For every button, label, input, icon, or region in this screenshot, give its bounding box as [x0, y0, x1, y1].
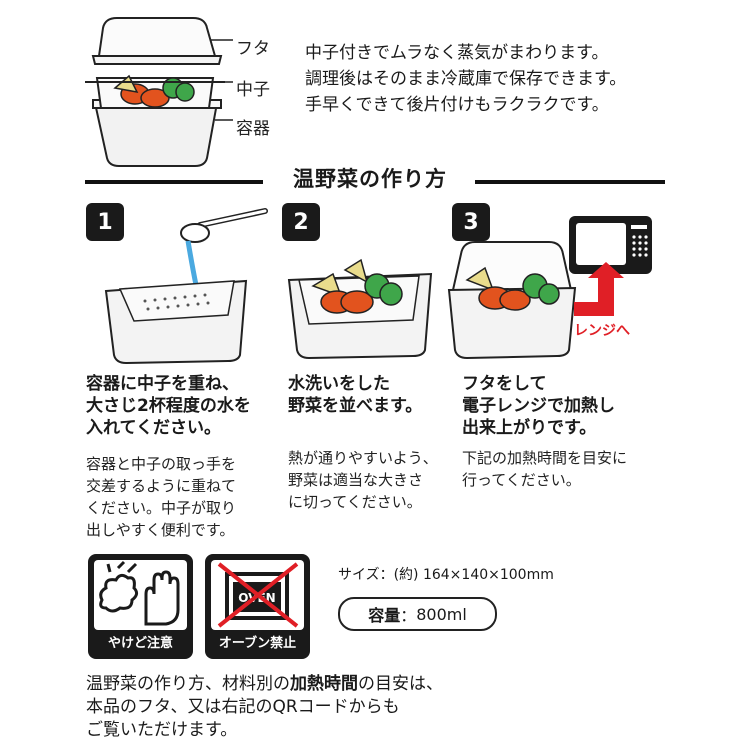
burn-warning-picture: [94, 560, 187, 630]
footer-text: の目安は、: [358, 674, 443, 694]
to-microwave-label: レンジへ: [574, 323, 630, 339]
no-oven-picture: OVEN: [211, 560, 304, 630]
step-2-main-text: 水洗いをした 野菜を並べます。: [288, 373, 422, 417]
step-1-main-text: 容器に中子を重ね、 大さじ2杯程度の水を 入れてください。: [86, 373, 251, 439]
step-3-illustration: [447, 241, 577, 360]
step-1-illustration: [104, 208, 268, 365]
footer-emphasis: 加熱時間: [290, 674, 358, 694]
step-1-main-line: 容器に中子を重ね、: [86, 374, 239, 394]
hand-steam-icon: [99, 560, 180, 626]
step-2-illustration: [287, 258, 433, 360]
no-oven-label: オーブン禁止: [218, 636, 297, 651]
microwave-icon: [569, 216, 652, 274]
footer-line-1: 温野菜の作り方、材料別の加熱時間の目安は、: [86, 673, 443, 696]
step-2-note-line: 熱が通りやすいよう、: [288, 449, 438, 467]
capacity-badge: 容量：800ml: [338, 597, 497, 631]
label-inner-tray: 中子: [236, 80, 270, 100]
step-1-note-line: ください。中子が取り: [86, 499, 237, 517]
step-3-main-text: フタをして 電子レンジで加熱し 出来上がりです。: [462, 373, 615, 439]
step-1-note-line: 容器と中子の取っ手を: [86, 455, 237, 473]
step-2-note-line: に切ってください。: [288, 493, 422, 511]
step-2-main-line: 野菜を並べます。: [288, 396, 423, 416]
heading-rule-right: [475, 180, 665, 184]
no-oven-icon: OVEN オーブン禁止: [205, 554, 310, 659]
intro-line-1: 中子付きでムラなく蒸気がまわります。: [305, 43, 609, 63]
step-3-note: 下記の加熱時間を目安に 行ってください。: [462, 447, 627, 491]
step-1-note-line: 出しやすく便利です。: [86, 521, 235, 539]
intro-line-3: 手早くできて後片付けもラクラクです。: [305, 95, 609, 115]
product-diagram: [85, 17, 233, 167]
step-3-note-line: 行ってください。: [462, 471, 581, 489]
step-1-badge: 1: [86, 203, 124, 241]
step-1-main-line: 入れてください。: [86, 418, 221, 438]
heading-rule-left: [85, 180, 263, 184]
footer-note: 温野菜の作り方、材料別の加熱時間の目安は、 本品のフタ、又は右記のQRコードから…: [86, 673, 443, 742]
label-lid: フタ: [236, 39, 270, 59]
step-3-main-line: 出来上がりです。: [462, 418, 597, 438]
burn-warning-icon: やけど注意: [88, 554, 193, 659]
step-1-note-line: 交差するように重ねて: [86, 477, 237, 495]
step-3-main-line: フタをして: [462, 374, 547, 394]
size-spec: サイズ：(約) 164×140×100mm: [338, 567, 554, 583]
intro-text: 中子付きでムラなく蒸気がまわります。 調理後はそのまま冷蔵庫で保存できます。 手…: [305, 40, 735, 118]
arrow-to-microwave-icon: [574, 262, 624, 316]
label-container: 容器: [236, 119, 270, 139]
footer-line-3: ご覧いただけます。: [86, 720, 238, 740]
step-2-main-line: 水洗いをした: [288, 374, 390, 394]
capacity-label: 容量: [368, 606, 401, 625]
capacity-value: 800ml: [416, 604, 467, 624]
section-title: 温野菜の作り方: [293, 167, 447, 191]
capacity-separator: ：: [400, 606, 417, 625]
step-3-main-line: 電子レンジで加熱し: [462, 396, 615, 416]
step-2-note: 熱が通りやすいよう、 野菜は適当な大きさ に切ってください。: [288, 447, 438, 513]
step-2-note-line: 野菜は適当な大きさ: [288, 471, 424, 489]
step-3-badge: 3: [452, 203, 490, 241]
intro-line-2: 調理後はそのまま冷蔵庫で保存できます。: [305, 69, 627, 89]
step-2-badge: 2: [282, 203, 320, 241]
footer-line-2: 本品のフタ、又は右記のQRコードからも: [86, 697, 400, 717]
footer-text: 温野菜の作り方、材料別の: [86, 674, 290, 694]
step-3-note-line: 下記の加熱時間を目安に: [462, 449, 628, 467]
step-1-main-line: 大さじ2杯程度の水を: [86, 396, 251, 416]
step-1-note: 容器と中子の取っ手を 交差するように重ねて ください。中子が取り 出しやすく便利…: [86, 453, 236, 541]
crossed-oven-icon: OVEN: [217, 562, 299, 628]
burn-warning-label: やけど注意: [107, 636, 173, 651]
